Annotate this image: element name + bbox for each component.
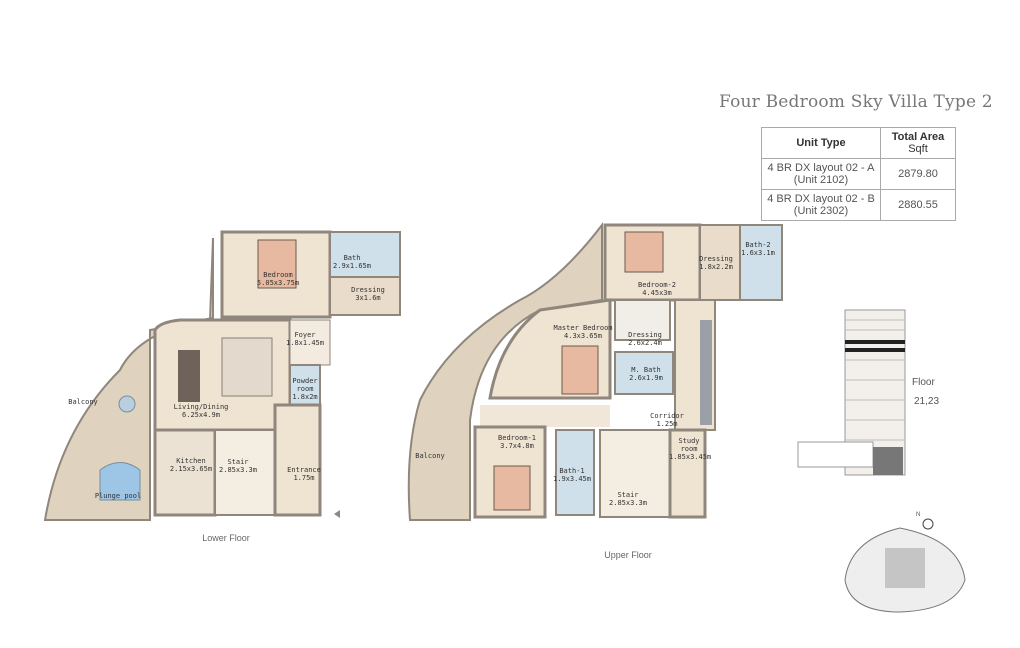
total-area-label: Total Area <box>891 131 945 143</box>
table-row: 4 BR DX layout 02 - B(Unit 2302) 2880.55 <box>761 189 956 221</box>
lower-floor-plan <box>43 230 401 521</box>
unit-type-cell: 4 BR DX layout 02 - B(Unit 2302) <box>761 189 881 221</box>
tower-elevation <box>797 309 906 476</box>
unit-type-cell: 4 BR DX layout 02 - A(Unit 2102) <box>761 158 881 190</box>
table-row: 4 BR DX layout 02 - A(Unit 2102) 2879.80 <box>761 158 956 190</box>
col-unit-type: Unit Type <box>761 127 881 159</box>
north-label: N <box>916 512 921 518</box>
upper-floor-plan <box>407 222 783 521</box>
area-cell: 2879.80 <box>880 158 956 190</box>
unit-type: 4 BR DX layout 02 - A <box>767 162 875 174</box>
upper-floor-caption: Upper Floor <box>604 550 652 560</box>
unit-number: (Unit 2302) <box>793 205 849 217</box>
floor-numbers: 21,23 <box>914 396 940 407</box>
room-label: Balcony <box>415 452 445 460</box>
north-arrow-icon <box>922 518 934 530</box>
area-cell: 2880.55 <box>880 189 956 221</box>
key-plan <box>844 518 966 613</box>
unit-number: (Unit 2102) <box>793 174 849 186</box>
unit-label: Sqft <box>908 143 928 155</box>
room-label: Balcony <box>68 398 98 406</box>
floor-label: Floor <box>912 377 935 388</box>
room-label: Plunge pool <box>94 492 142 500</box>
lower-floor-caption: Lower Floor <box>202 533 250 543</box>
page-title: Four Bedroom Sky Villa Type 2 <box>719 92 993 112</box>
unit-type: 4 BR DX layout 02 - B <box>767 193 875 205</box>
